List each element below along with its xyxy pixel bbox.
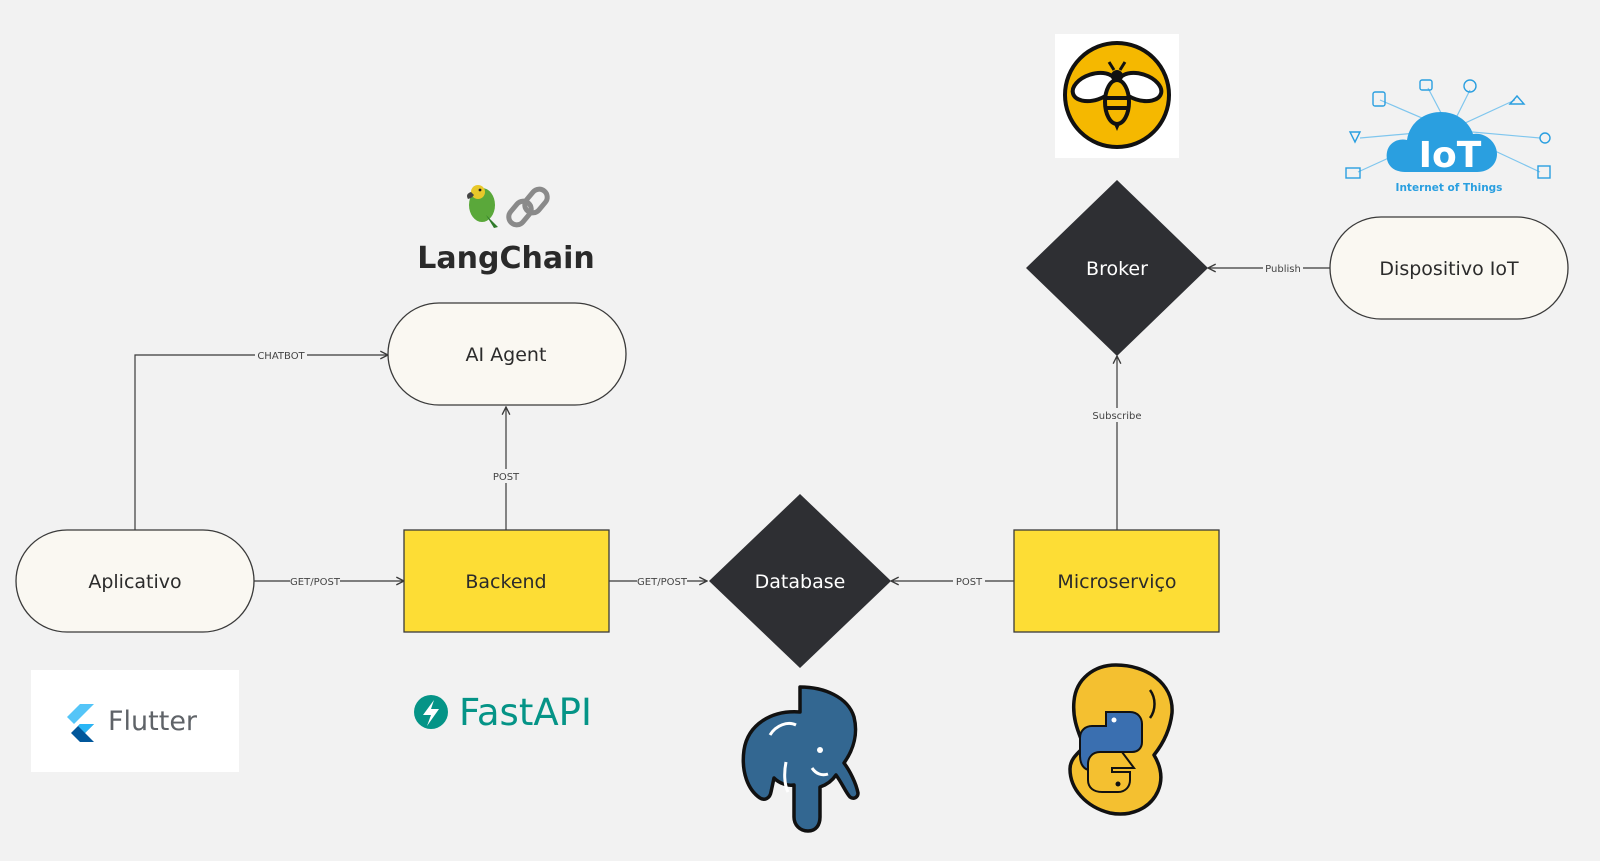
- flutter-wordmark: Flutter: [108, 706, 198, 737]
- fastapi-logo: FastAPI: [414, 691, 592, 734]
- langchain-logo: LangChain: [417, 185, 595, 276]
- node-label-dispositivo-iot: Dispositivo IoT: [1379, 258, 1519, 280]
- edge-backend-db: GET/POST: [609, 574, 707, 588]
- node-broker[interactable]: Broker: [1026, 180, 1208, 356]
- node-ai-agent[interactable]: AI Agent: [387, 302, 627, 406]
- fastapi-icon: [414, 695, 448, 729]
- edge-subscribe: Subscribe: [1090, 356, 1144, 530]
- edge-app-backend: GET/POST: [254, 574, 404, 588]
- node-label-database: Database: [755, 571, 846, 593]
- node-database[interactable]: Database: [709, 494, 891, 668]
- iot-logo: IoT Internet of Things: [1345, 79, 1551, 194]
- edge-chatbot: CHATBOT: [134, 348, 388, 530]
- node-dispositivo-iot[interactable]: Dispositivo IoT: [1329, 216, 1569, 320]
- node-backend[interactable]: Backend: [403, 529, 610, 633]
- edge-label-backend-agent: POST: [493, 472, 520, 483]
- edge-label-app-backend: GET/POST: [290, 577, 341, 588]
- node-label-ai-agent: AI Agent: [466, 344, 547, 366]
- edge-publish: Publish: [1208, 261, 1330, 275]
- edge-label-subscribe: Subscribe: [1092, 411, 1141, 422]
- parrot-icon: [467, 185, 498, 228]
- edge-label-backend-db: GET/POST: [637, 577, 688, 588]
- node-label-microservico: Microserviço: [1057, 571, 1176, 593]
- iot-wordmark: IoT: [1419, 135, 1482, 176]
- flutter-icon: [67, 704, 94, 742]
- node-microservico[interactable]: Microserviço: [1013, 529, 1220, 633]
- iot-cloud-icon: [1386, 112, 1497, 172]
- python-postgres-icon: [1068, 663, 1174, 816]
- edge-label-publish: Publish: [1265, 264, 1301, 275]
- node-label-backend: Backend: [465, 571, 546, 593]
- fastapi-wordmark: FastAPI: [459, 691, 592, 734]
- edge-label-micro-db: POST: [956, 577, 983, 588]
- bee-logo: [1055, 34, 1179, 158]
- edge-micro-db: POST: [891, 574, 1014, 588]
- bee-icon: [1063, 41, 1171, 149]
- langchain-wordmark: LangChain: [417, 241, 594, 276]
- iot-subtitle: Internet of Things: [1396, 182, 1503, 194]
- chain-link-icon: [506, 186, 550, 228]
- edge-label-chatbot: CHATBOT: [257, 351, 305, 362]
- node-aplicativo[interactable]: Aplicativo: [15, 529, 255, 633]
- edge-backend-agent: POST: [490, 407, 522, 530]
- flutter-logo: Flutter: [31, 670, 239, 772]
- node-label-aplicativo: Aplicativo: [88, 571, 181, 593]
- postgres-elephant-icon: [741, 685, 860, 833]
- iot-device-icons: [1345, 79, 1551, 179]
- node-label-broker: Broker: [1086, 258, 1148, 280]
